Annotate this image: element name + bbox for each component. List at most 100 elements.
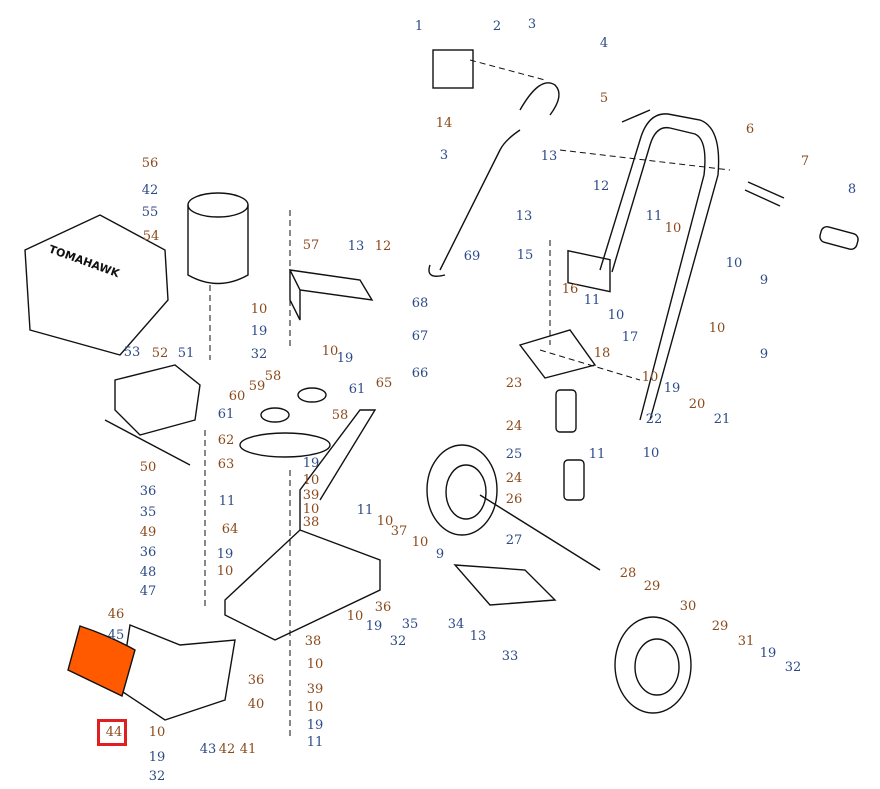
wheel-left — [426, 444, 601, 571]
part-callout-22: 22 — [645, 412, 663, 427]
part-callout-11: 11 — [306, 735, 324, 750]
part-callout-11: 11 — [356, 503, 374, 518]
part-callout-19: 19 — [216, 547, 234, 562]
part-callout-41: 41 — [239, 742, 257, 757]
part-callout-38: 38 — [302, 515, 320, 530]
part-callout-9: 9 — [759, 273, 769, 288]
part-callout-5: 5 — [599, 91, 609, 106]
part-callout-10: 10 — [725, 256, 743, 271]
part-callout-17: 17 — [621, 330, 639, 345]
bracket-16 — [518, 329, 597, 379]
part-callout-9: 9 — [435, 547, 445, 562]
part-callout-54: 54 — [142, 229, 160, 244]
part-callout-27: 27 — [505, 533, 523, 548]
part-callout-68: 68 — [411, 296, 429, 311]
part-callout-56: 56 — [141, 156, 159, 171]
damper-25 — [563, 459, 585, 501]
axle-bracket-34 — [453, 564, 557, 606]
part-callout-61: 61 — [348, 382, 366, 397]
part-callout-10: 10 — [376, 514, 394, 529]
part-callout-10: 10 — [306, 700, 324, 715]
part-callout-32: 32 — [250, 347, 268, 362]
part-callout-19: 19 — [250, 324, 268, 339]
part-callout-64: 64 — [221, 522, 239, 537]
part-callout-32: 32 — [784, 660, 802, 675]
part-callout-12: 12 — [374, 239, 392, 254]
part-callout-7: 7 — [800, 154, 810, 169]
part-callout-37: 37 — [390, 524, 408, 539]
part-callout-36: 36 — [139, 545, 157, 560]
part-callout-61: 61 — [217, 407, 235, 422]
wheel-30 — [614, 616, 692, 714]
part-callout-10: 10 — [642, 446, 660, 461]
deck-plate-45 — [119, 624, 236, 721]
part-callout-10: 10 — [708, 321, 726, 336]
part-callout-4: 4 — [599, 36, 609, 51]
part-callout-26: 26 — [505, 492, 523, 507]
part-callout-36: 36 — [139, 484, 157, 499]
part-callout-18: 18 — [593, 346, 611, 361]
mount-plate-57 — [288, 269, 374, 321]
part-callout-10: 10 — [216, 564, 234, 579]
part-callout-29: 29 — [643, 579, 661, 594]
part-callout-35: 35 — [401, 617, 419, 632]
part-callout-42: 42 — [141, 183, 159, 198]
part-callout-10: 10 — [346, 609, 364, 624]
part-callout-69: 69 — [463, 249, 481, 264]
part-callout-32: 32 — [389, 634, 407, 649]
part-callout-10: 10 — [641, 370, 659, 385]
assembly-lines — [204, 59, 731, 740]
grip-7-8 — [744, 181, 859, 250]
part-callout-38: 38 — [304, 634, 322, 649]
part-callout-1: 1 — [414, 19, 424, 34]
part-callout-53: 53 — [123, 345, 141, 360]
part-callout-11: 11 — [588, 447, 606, 462]
part-callout-66: 66 — [411, 366, 429, 381]
part-callout-20: 20 — [688, 397, 706, 412]
highlight-box — [97, 719, 127, 746]
pulley-60 — [260, 407, 290, 423]
part-callout-10: 10 — [607, 308, 625, 323]
part-callout-8: 8 — [847, 182, 857, 197]
belt-62 — [239, 432, 331, 458]
part-callout-10: 10 — [306, 657, 324, 672]
part-callout-19: 19 — [365, 619, 383, 634]
part-callout-33: 33 — [501, 649, 519, 664]
part-callout-63: 63 — [217, 457, 235, 472]
part-callout-9: 9 — [759, 347, 769, 362]
part-callout-24: 24 — [505, 419, 523, 434]
part-callout-30: 30 — [679, 599, 697, 614]
part-callout-42: 42 — [218, 742, 236, 757]
part-callout-19: 19 — [302, 456, 320, 471]
part-callout-31: 31 — [737, 634, 755, 649]
part-callout-3: 3 — [439, 148, 449, 163]
part-callout-13: 13 — [515, 209, 533, 224]
part-callout-19: 19 — [759, 646, 777, 661]
part-callout-25: 25 — [505, 447, 523, 462]
part-callout-10: 10 — [302, 473, 320, 488]
control-box — [432, 49, 474, 89]
part-callout-10: 10 — [250, 302, 268, 317]
part-callout-21: 21 — [713, 412, 731, 427]
part-callout-57: 57 — [302, 238, 320, 253]
part-callout-13: 13 — [469, 629, 487, 644]
part-callout-35: 35 — [139, 505, 157, 520]
part-callout-13: 13 — [347, 239, 365, 254]
part-callout-19: 19 — [148, 750, 166, 765]
part-callout-16: 16 — [561, 282, 579, 297]
part-callout-19: 19 — [336, 351, 354, 366]
part-callout-28: 28 — [619, 566, 637, 581]
part-callout-43: 43 — [199, 742, 217, 757]
part-callout-24: 24 — [505, 471, 523, 486]
part-callout-44: 44 — [105, 725, 123, 740]
motor-54 — [187, 192, 249, 285]
part-callout-11: 11 — [645, 209, 663, 224]
shaft-50 — [104, 419, 191, 466]
part-callout-34: 34 — [447, 617, 465, 632]
svg-text:TOMAHAWK: TOMAHAWK — [47, 243, 122, 281]
part-callout-48: 48 — [139, 565, 157, 580]
bracket-5 — [567, 249, 611, 293]
part-callout-14: 14 — [435, 116, 453, 131]
